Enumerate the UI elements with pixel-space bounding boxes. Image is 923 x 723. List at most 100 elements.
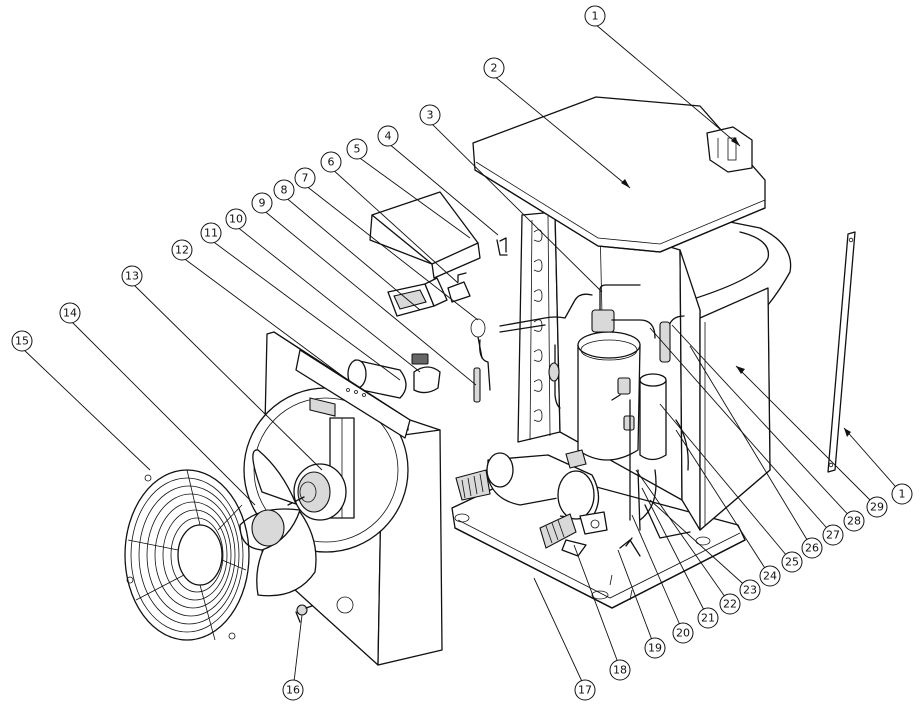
fan-capacitor	[347, 359, 407, 399]
callout-label: 29	[870, 501, 884, 514]
callout-c20: 20	[672, 622, 694, 644]
callout-circle	[419, 104, 441, 126]
right-side-panel	[699, 287, 771, 531]
callout-c19: 19	[644, 637, 666, 659]
callout-circle	[644, 637, 666, 659]
top-lid	[472, 96, 766, 253]
callout-c16: 16	[282, 679, 304, 701]
callout-c7: 7	[294, 167, 316, 189]
callout-label: 1	[899, 488, 906, 501]
callout-circle	[251, 192, 273, 214]
callout-c27: 27	[822, 524, 844, 546]
corner-post-bracket	[827, 231, 856, 473]
callout-c18: 18	[609, 659, 631, 681]
callout-label: 28	[847, 515, 861, 528]
fastener	[295, 604, 313, 623]
callout-label: 11	[204, 227, 218, 240]
callout-c4: 4	[377, 125, 399, 147]
callout-circle	[866, 496, 888, 518]
callout-label: 16	[286, 684, 300, 697]
callout-c6: 6	[320, 151, 342, 173]
callout-circle	[584, 5, 606, 27]
callout-circle	[171, 239, 193, 261]
callout-circle	[822, 524, 844, 546]
leader-lines	[21, 23, 903, 691]
callout-label: 2	[491, 62, 498, 75]
callout-c24: 24	[759, 565, 781, 587]
callout-label: 19	[648, 642, 662, 655]
callout-label: 22	[723, 598, 737, 611]
callout-circle	[121, 265, 143, 287]
callout-label: 8	[281, 184, 288, 197]
callout-circle	[282, 679, 304, 701]
callout-c17: 17	[574, 679, 596, 701]
callout-label: 20	[676, 627, 690, 640]
callout-label: 18	[613, 664, 627, 677]
callout-label: 10	[229, 213, 243, 226]
callout-label: 26	[805, 542, 819, 555]
callout-c1a: 1	[584, 5, 606, 27]
callout-c11: 11	[200, 222, 222, 244]
callout-circle	[59, 302, 81, 324]
callout-label: 23	[743, 584, 757, 597]
callout-circle	[843, 510, 865, 532]
callout-circle	[294, 167, 316, 189]
callout-label: 25	[785, 556, 799, 569]
callout-c12: 12	[171, 239, 193, 261]
callout-c2: 2	[483, 57, 505, 79]
callout-c14: 14	[59, 302, 81, 324]
callout-c22: 22	[719, 593, 741, 615]
probe	[473, 367, 481, 403]
callout-circle	[672, 622, 694, 644]
callout-c13: 13	[121, 265, 143, 287]
callout-c15: 15	[11, 330, 33, 352]
callout-circle	[273, 179, 295, 201]
callout-label: 24	[763, 570, 777, 583]
accumulator	[611, 315, 691, 539]
callout-label: 17	[578, 684, 592, 697]
callout-circle	[781, 551, 803, 573]
callout-label: 21	[701, 612, 715, 625]
callout-circle	[719, 593, 741, 615]
callout-circle	[891, 483, 913, 505]
callout-circle	[801, 537, 823, 559]
callout-circle	[574, 679, 596, 701]
callout-label: 4	[385, 130, 392, 143]
fan-blade	[239, 449, 317, 597]
callout-circle	[320, 151, 342, 173]
callout-c9: 9	[251, 192, 273, 214]
callout-label: 27	[826, 529, 840, 542]
callout-c25: 25	[781, 551, 803, 573]
callout-circle	[225, 208, 247, 230]
callout-label: 15	[15, 335, 29, 348]
callout-circle	[200, 222, 222, 244]
callout-c3: 3	[419, 104, 441, 126]
callout-label: 14	[63, 307, 77, 320]
temperature-sensor	[470, 318, 486, 359]
callout-c8: 8	[273, 179, 295, 201]
callout-label: 1	[592, 10, 599, 23]
lifting-bracket	[706, 126, 753, 173]
fan-guard	[124, 469, 250, 641]
callout-circle	[697, 607, 719, 629]
callout-c1b: 1	[891, 483, 913, 505]
terminal-connector	[496, 237, 508, 256]
callout-label: 13	[125, 270, 139, 283]
callout-circle	[609, 659, 631, 681]
callout-circle	[346, 138, 368, 160]
heat-exchanger	[455, 449, 608, 549]
callout-circle	[377, 125, 399, 147]
callout-label: 6	[328, 156, 335, 169]
callout-c21: 21	[697, 607, 719, 629]
fan-motor	[287, 417, 355, 521]
callout-c10: 10	[225, 208, 247, 230]
callout-c29: 29	[866, 496, 888, 518]
callout-circle	[11, 330, 33, 352]
compressor	[577, 284, 656, 461]
callout-label: 12	[175, 244, 189, 257]
capacitor-clamp	[411, 353, 441, 394]
callout-c26: 26	[801, 537, 823, 559]
